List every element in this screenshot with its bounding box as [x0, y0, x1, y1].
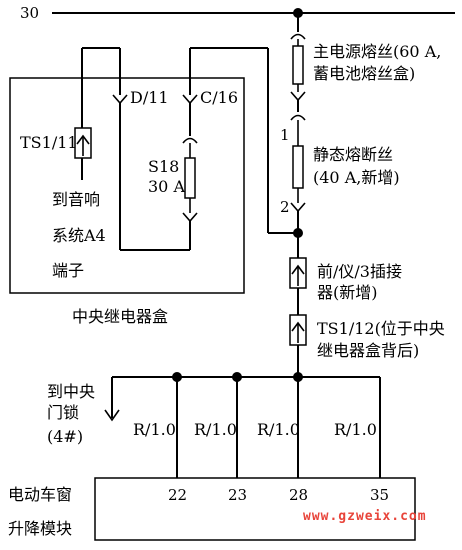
front-connector-label-1: 前/仪/3插接: [317, 262, 402, 281]
ts1-12-connector: [289, 314, 307, 346]
pin-28-label: 28: [289, 486, 308, 504]
window-module-box: [94, 477, 416, 541]
s18-label-2: 30 A: [148, 177, 185, 196]
main-fuse-branch: [290, 13, 306, 258]
d11-label: D/11: [130, 88, 169, 107]
pin-22-label: 22: [168, 486, 187, 504]
wire-label-28: R/1.0: [257, 420, 300, 439]
bus-30-label: 30: [20, 4, 39, 22]
main-fuse-symbol: [292, 45, 304, 85]
relay-box-outline: [9, 77, 245, 294]
c16-pin: [182, 94, 198, 105]
relay-box-label: 中央继电器盒: [72, 307, 168, 326]
pin-2-label: 2: [280, 198, 290, 216]
watermark: www.gzweix.com: [303, 509, 427, 524]
c16-label: C/16: [200, 88, 238, 107]
door-lock-label-2: 门锁: [47, 403, 79, 422]
ts1-12-label-2: 继电器盒背后): [317, 341, 419, 360]
module-label-1: 电动车窗: [8, 485, 72, 504]
wire-label-22: R/1.0: [133, 420, 176, 439]
front-connector-label-2: 器(新增): [317, 283, 378, 302]
pin-1-label: 1: [280, 126, 290, 144]
front-connector: [289, 257, 307, 289]
wire-label-35: R/1.0: [334, 420, 377, 439]
d11-pin: [112, 94, 128, 105]
main-fuse-label-1: 主电源熔丝(60 A,: [313, 42, 441, 61]
s18-label-1: S18: [148, 157, 179, 176]
door-lock-label-3: (4#): [47, 427, 83, 446]
pin-35-label: 35: [370, 486, 389, 504]
s18-fuse-symbol: [184, 157, 196, 199]
audio-label-3: 端子: [52, 261, 84, 280]
door-lock-label-1: 到中央: [47, 382, 95, 401]
audio-label-2: 系统A4: [52, 226, 106, 245]
static-fuse-label-1: 静态熔断丝: [313, 145, 393, 164]
audio-label-1: 到音响: [52, 190, 100, 209]
ts1-12-label-1: TS1/12(位于中央: [317, 319, 445, 338]
static-fuse-label-2: (40 A,新增): [313, 168, 400, 187]
door-lock-arrow: [104, 409, 120, 422]
main-fuse-label-2: 蓄电池熔丝盒): [313, 64, 415, 83]
ts1-11-label: TS1/11: [20, 133, 78, 152]
static-fuse-symbol: [292, 145, 304, 189]
wire-label-23: R/1.0: [194, 420, 237, 439]
pin-23-label: 23: [228, 486, 247, 504]
module-label-2: 升降模块: [8, 519, 72, 538]
